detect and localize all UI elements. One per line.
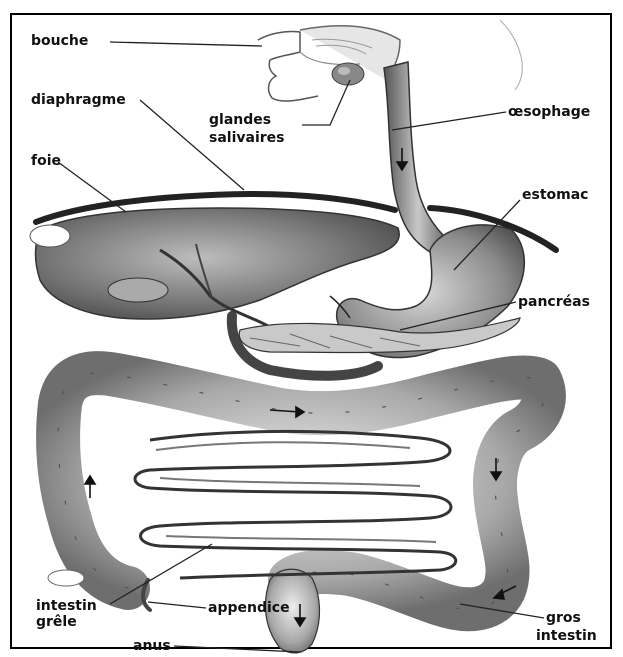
salivary-gland [332, 63, 364, 85]
label-anus: anus [133, 637, 171, 655]
label-oesophage: œsophage [508, 103, 590, 121]
label-foie: foie [31, 152, 61, 170]
oesophagus [384, 62, 452, 252]
label-gros: gros [546, 609, 581, 627]
label-glandes: glandes [209, 111, 271, 129]
label-grele: grêle [36, 613, 77, 631]
label-pancreas: pancréas [518, 293, 590, 311]
label-appendice: appendice [208, 599, 290, 617]
label-diaphragme: diaphragme [31, 91, 126, 109]
label-salivaires: salivaires [209, 129, 284, 147]
gallbladder [108, 278, 168, 302]
label-gros-intestin: intestin [536, 627, 597, 645]
liver-tip [30, 225, 70, 247]
label-estomac: estomac [522, 186, 588, 204]
label-bouche: bouche [31, 32, 88, 50]
caecum-tip [48, 570, 84, 586]
